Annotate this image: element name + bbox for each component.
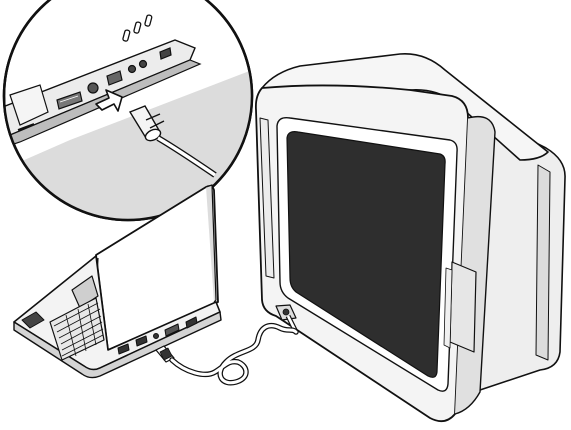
tv-right-grille — [450, 262, 476, 352]
s-video-port-icon — [88, 83, 98, 93]
television — [256, 54, 565, 421]
